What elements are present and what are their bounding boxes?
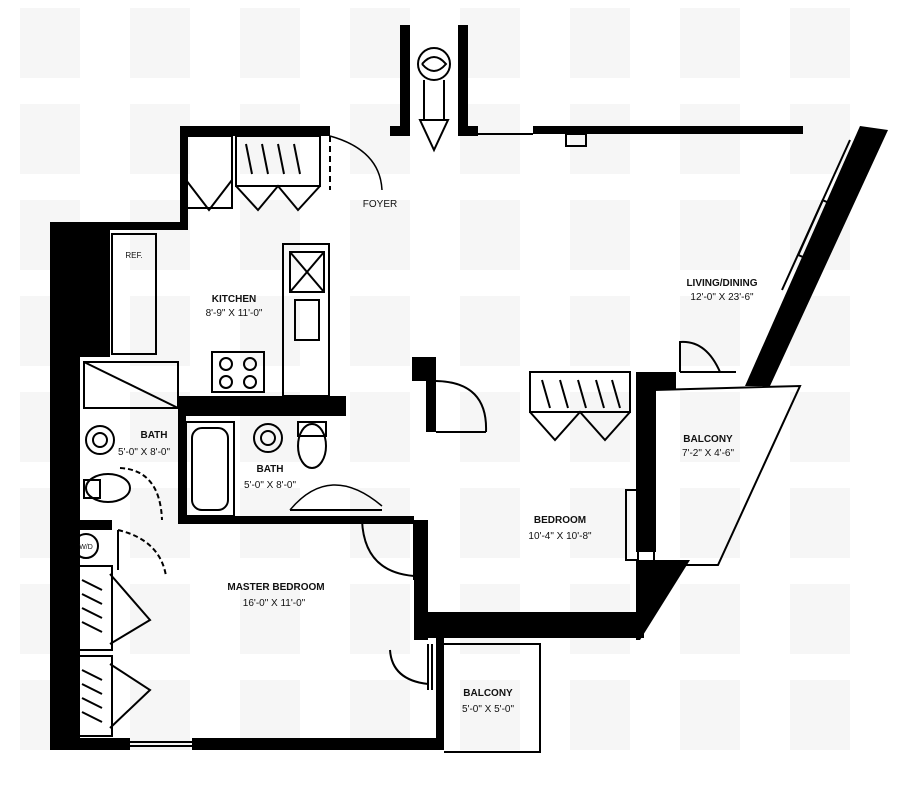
bath-1-label: BATH xyxy=(140,430,167,441)
living-dining-dims: 12'-0" X 23'-6" xyxy=(690,292,754,303)
kitchen-label: KITCHEN xyxy=(212,294,256,305)
kitchen-dims: 8'-9" X 11'-0" xyxy=(206,308,263,319)
room-labels: FOYER REF. KITCHEN 8'-9" X 11'-0" LIVING… xyxy=(79,199,758,715)
thin-lines xyxy=(71,47,857,753)
walls xyxy=(50,25,888,750)
master-bedroom-dims: 16'-0" X 11'-0" xyxy=(243,598,306,609)
washer-dryer-label: W/D xyxy=(79,544,93,551)
bedroom-dims: 10'-4" X 10'-8" xyxy=(528,531,592,542)
foyer-label: FOYER xyxy=(363,199,397,210)
bath-2-dims: 5'-0" X 8'-0" xyxy=(244,480,297,491)
balcony-1-label: BALCONY xyxy=(683,434,733,445)
ref-label: REF. xyxy=(125,251,142,260)
master-bedroom-label: MASTER BEDROOM xyxy=(227,582,324,593)
bath-1-dims: 5'-0" X 8'-0" xyxy=(118,447,171,458)
balcony-2-dims: 5'-0" X 5'-0" xyxy=(462,704,515,715)
balcony-2-label: BALCONY xyxy=(463,688,513,699)
bath-2-label: BATH xyxy=(256,464,283,475)
bedroom-label: BEDROOM xyxy=(534,515,586,526)
balcony-1-dims: 7'-2" X 4'-6" xyxy=(682,448,735,459)
living-dining-label: LIVING/DINING xyxy=(686,278,757,289)
